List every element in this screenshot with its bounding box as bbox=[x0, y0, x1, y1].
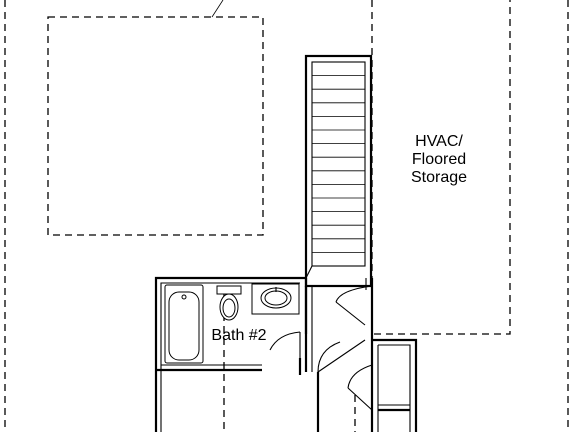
hall-door-leaf bbox=[317, 339, 366, 373]
lower-door-swing bbox=[347, 364, 373, 389]
dashed-outlines bbox=[4, 0, 569, 432]
bath-label: Bath #2 bbox=[211, 327, 266, 344]
bath-outer-wall bbox=[154, 276, 306, 432]
top-diagonal-line bbox=[211, 0, 224, 18]
tub-drain bbox=[181, 294, 187, 300]
room-labels: HVAC/ Floored Storage Bath #2 bbox=[211, 133, 467, 344]
hvac-label-line-1: HVAC/ bbox=[415, 133, 463, 150]
bath-inner-wall bbox=[160, 282, 300, 432]
sink-bowl bbox=[264, 290, 288, 306]
bath-door-swing bbox=[269, 331, 301, 351]
stair-wall bbox=[304, 54, 373, 288]
hvac-label-line-2: Floored bbox=[412, 151, 466, 168]
stair-treads bbox=[312, 75, 365, 253]
bath-fixtures bbox=[164, 283, 300, 364]
closet-top-wall bbox=[372, 338, 418, 432]
bath-walls bbox=[154, 276, 320, 432]
stair-landing-line bbox=[305, 265, 313, 279]
hvac-storage-outline bbox=[371, 0, 511, 335]
staircase bbox=[304, 54, 373, 288]
bathtub-basin bbox=[168, 291, 200, 361]
open-to-below-outline bbox=[47, 16, 264, 236]
doors bbox=[269, 285, 373, 411]
closet-walls bbox=[365, 278, 418, 432]
closet-door-swing bbox=[335, 285, 373, 303]
closet-door-leaf bbox=[335, 301, 366, 326]
hvac-label-line-3: Storage bbox=[411, 169, 467, 186]
hall-door-swing bbox=[317, 341, 341, 373]
stair-run bbox=[311, 61, 366, 267]
closet-inner-wall bbox=[378, 344, 411, 432]
lower-door-leaf bbox=[347, 387, 373, 411]
toilet-seat bbox=[222, 298, 236, 318]
toilet-tank bbox=[216, 285, 242, 295]
